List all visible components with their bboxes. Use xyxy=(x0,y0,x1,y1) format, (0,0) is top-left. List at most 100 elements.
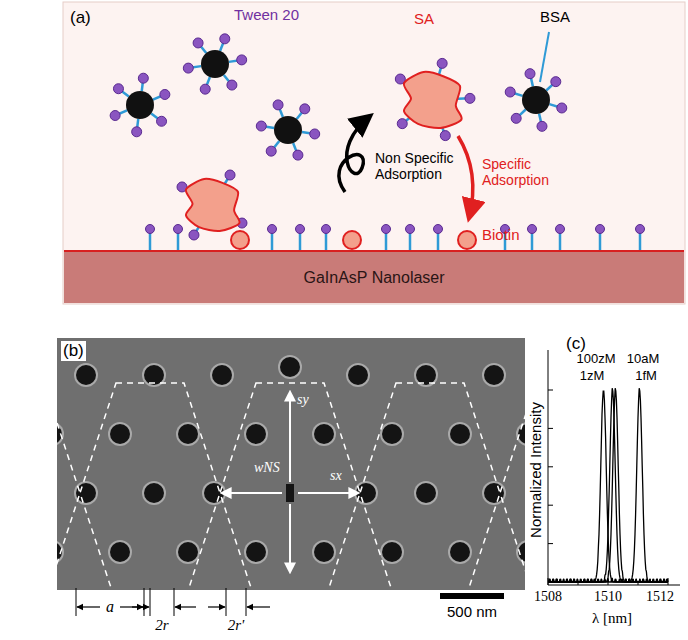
tween-head xyxy=(113,84,123,94)
leader-line xyxy=(540,32,549,82)
unit-outline xyxy=(80,383,220,590)
specific-arrow xyxy=(458,136,473,218)
y-tick xyxy=(548,428,553,429)
air-hole xyxy=(210,363,234,387)
surface-tween xyxy=(149,233,152,250)
panel-a xyxy=(63,2,685,304)
tween-head xyxy=(310,129,320,139)
air-hole xyxy=(312,540,336,564)
peak-label: 100zM xyxy=(576,352,615,367)
tween-head xyxy=(189,230,199,240)
tween-molecule xyxy=(256,100,319,160)
air-hole xyxy=(212,365,232,385)
air-hole xyxy=(448,422,472,446)
dimension-label: 2r xyxy=(155,617,168,634)
y-tick xyxy=(548,466,553,467)
tween-head xyxy=(557,103,567,113)
air-hole xyxy=(450,542,470,562)
tween-head xyxy=(132,127,142,137)
air-hole xyxy=(108,540,132,564)
surface-tween xyxy=(409,233,412,250)
tween-head xyxy=(157,116,167,126)
streptavidin xyxy=(404,72,462,128)
panel-c xyxy=(548,350,680,585)
tween-molecule xyxy=(395,58,475,140)
air-hole xyxy=(516,422,525,446)
tween-molecule xyxy=(110,73,170,137)
substrate-label: GaInAsP Nanolaser xyxy=(303,269,444,287)
air-hole xyxy=(280,357,300,377)
peak-label: 10aM xyxy=(627,352,660,367)
protein-core xyxy=(126,91,154,119)
panel-letter: (a) xyxy=(70,8,91,28)
surface-tween-head xyxy=(174,225,183,234)
air-hole xyxy=(142,481,166,505)
tick-label: 1508 xyxy=(534,589,562,605)
air-hole xyxy=(244,422,268,446)
molecule-label: BSA xyxy=(540,8,570,25)
scale-bar xyxy=(440,593,504,599)
y-tick xyxy=(548,505,553,506)
scale-label: 500 nm xyxy=(447,603,497,620)
nonspecific-arrow xyxy=(339,116,370,192)
air-hole xyxy=(76,483,96,503)
shift-arrow xyxy=(289,392,291,482)
axis-title: Normalized Intensity xyxy=(527,402,544,538)
air-hole xyxy=(244,540,268,564)
tween-head xyxy=(200,84,210,94)
dimension-arrow xyxy=(77,606,100,607)
surface-tween-head xyxy=(146,225,155,234)
process-label: Non Specific Adsorption xyxy=(375,150,461,182)
surface-tween-head xyxy=(636,225,645,234)
y-tick xyxy=(548,390,553,391)
tween-head xyxy=(266,146,276,156)
spectrum-peak xyxy=(548,388,668,582)
shift-arrow xyxy=(298,492,358,494)
air-hole xyxy=(110,542,130,562)
tween-head xyxy=(300,104,310,114)
tween-head xyxy=(273,100,283,110)
air-hole xyxy=(382,424,402,444)
sem-ground xyxy=(57,338,525,590)
air-hole xyxy=(380,422,404,446)
tween-head xyxy=(437,58,447,68)
spectrum-peak xyxy=(548,388,668,582)
peak-label: 1fM xyxy=(635,369,657,384)
panel-letter: (c) xyxy=(566,334,586,354)
tween-head xyxy=(237,55,247,65)
air-hole xyxy=(246,424,266,444)
air-hole xyxy=(382,542,402,562)
biotin xyxy=(231,231,249,249)
air-hole xyxy=(278,355,302,379)
surface-tween-head xyxy=(596,225,605,234)
biotin xyxy=(343,231,361,249)
surface-tween-head xyxy=(528,225,537,234)
air-hole xyxy=(356,483,376,503)
unit-outline xyxy=(220,383,360,590)
air-hole xyxy=(110,424,130,444)
tween-head xyxy=(160,89,170,99)
air-hole xyxy=(482,363,506,387)
dimension-label: a xyxy=(106,598,114,616)
shift-label: sx xyxy=(330,468,342,484)
air-hole xyxy=(178,542,198,562)
tween-head xyxy=(293,150,303,160)
tween-head xyxy=(465,93,475,103)
tween-molecule xyxy=(505,69,567,132)
tween-head xyxy=(193,38,203,48)
surface-tween xyxy=(385,233,388,250)
dimension-label: 2r' xyxy=(228,617,245,634)
air-hole xyxy=(484,483,504,503)
spectrum-peak xyxy=(548,388,668,582)
air-hole xyxy=(144,365,164,385)
tween-head xyxy=(537,121,547,131)
air-hole xyxy=(414,481,438,505)
air-hole xyxy=(314,542,334,562)
slot-width-label: wNS xyxy=(254,460,280,476)
tween-head xyxy=(505,87,515,97)
air-hole xyxy=(144,483,164,503)
unit-outline xyxy=(57,383,80,590)
laser-substrate: GaInAsP Nanolaser xyxy=(64,250,684,303)
tween-molecule xyxy=(183,34,246,94)
